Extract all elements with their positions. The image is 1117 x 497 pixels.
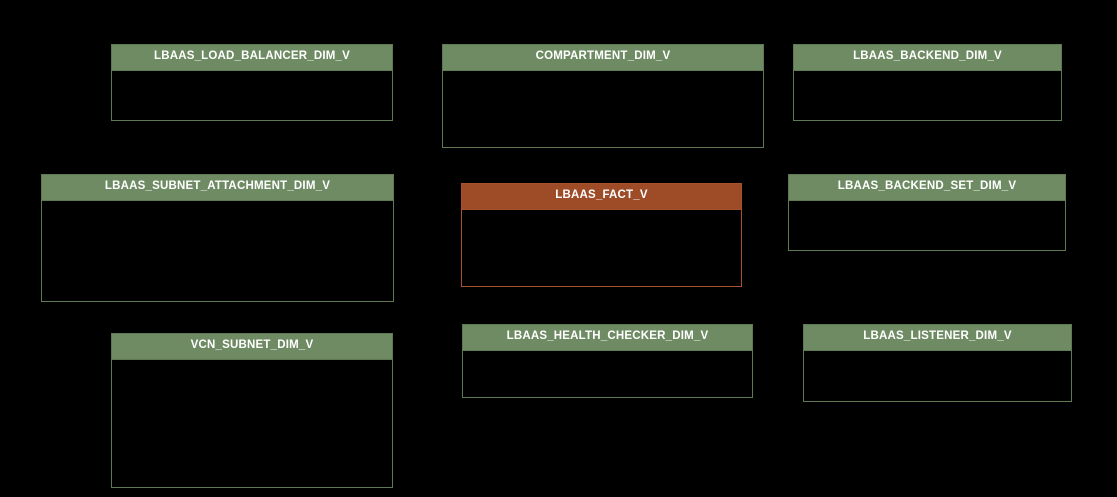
entity-title: LBAAS_FACT_V bbox=[462, 184, 741, 210]
entity-title: VCN_SUBNET_DIM_V bbox=[112, 334, 392, 360]
entity-title: LBAAS_BACKEND_DIM_V bbox=[794, 45, 1061, 71]
entity-vcn-subnet-dim-v[interactable]: VCN_SUBNET_DIM_V bbox=[111, 333, 393, 488]
entity-columns bbox=[463, 350, 752, 397]
entity-title: LBAAS_BACKEND_SET_DIM_V bbox=[789, 175, 1065, 201]
entity-title: LBAAS_SUBNET_ATTACHMENT_DIM_V bbox=[42, 175, 393, 201]
entity-columns bbox=[443, 70, 763, 147]
entity-columns bbox=[462, 209, 741, 286]
entity-title: LBAAS_LOAD_BALANCER_DIM_V bbox=[112, 45, 392, 71]
entity-lbaas-backend-dim-v[interactable]: LBAAS_BACKEND_DIM_V bbox=[793, 44, 1062, 121]
entity-columns bbox=[794, 70, 1061, 120]
entity-title: COMPARTMENT_DIM_V bbox=[443, 45, 763, 71]
entity-lbaas-backend-set-dim-v[interactable]: LBAAS_BACKEND_SET_DIM_V bbox=[788, 174, 1066, 251]
entity-columns bbox=[789, 200, 1065, 250]
entity-columns bbox=[112, 359, 392, 487]
entity-columns bbox=[112, 70, 392, 120]
entity-compartment-dim-v[interactable]: COMPARTMENT_DIM_V bbox=[442, 44, 764, 148]
entity-title: LBAAS_LISTENER_DIM_V bbox=[804, 325, 1071, 351]
entity-columns bbox=[804, 350, 1071, 401]
entity-title: LBAAS_HEALTH_CHECKER_DIM_V bbox=[463, 325, 752, 351]
entity-lbaas-subnet-attachment-dim-v[interactable]: LBAAS_SUBNET_ATTACHMENT_DIM_V bbox=[41, 174, 394, 302]
entity-lbaas-load-balancer-dim-v[interactable]: LBAAS_LOAD_BALANCER_DIM_V bbox=[111, 44, 393, 121]
entity-lbaas-fact-v[interactable]: LBAAS_FACT_V bbox=[461, 183, 742, 287]
entity-columns bbox=[42, 200, 393, 301]
entity-lbaas-listener-dim-v[interactable]: LBAAS_LISTENER_DIM_V bbox=[803, 324, 1072, 402]
entity-lbaas-health-checker-dim-v[interactable]: LBAAS_HEALTH_CHECKER_DIM_V bbox=[462, 324, 753, 398]
